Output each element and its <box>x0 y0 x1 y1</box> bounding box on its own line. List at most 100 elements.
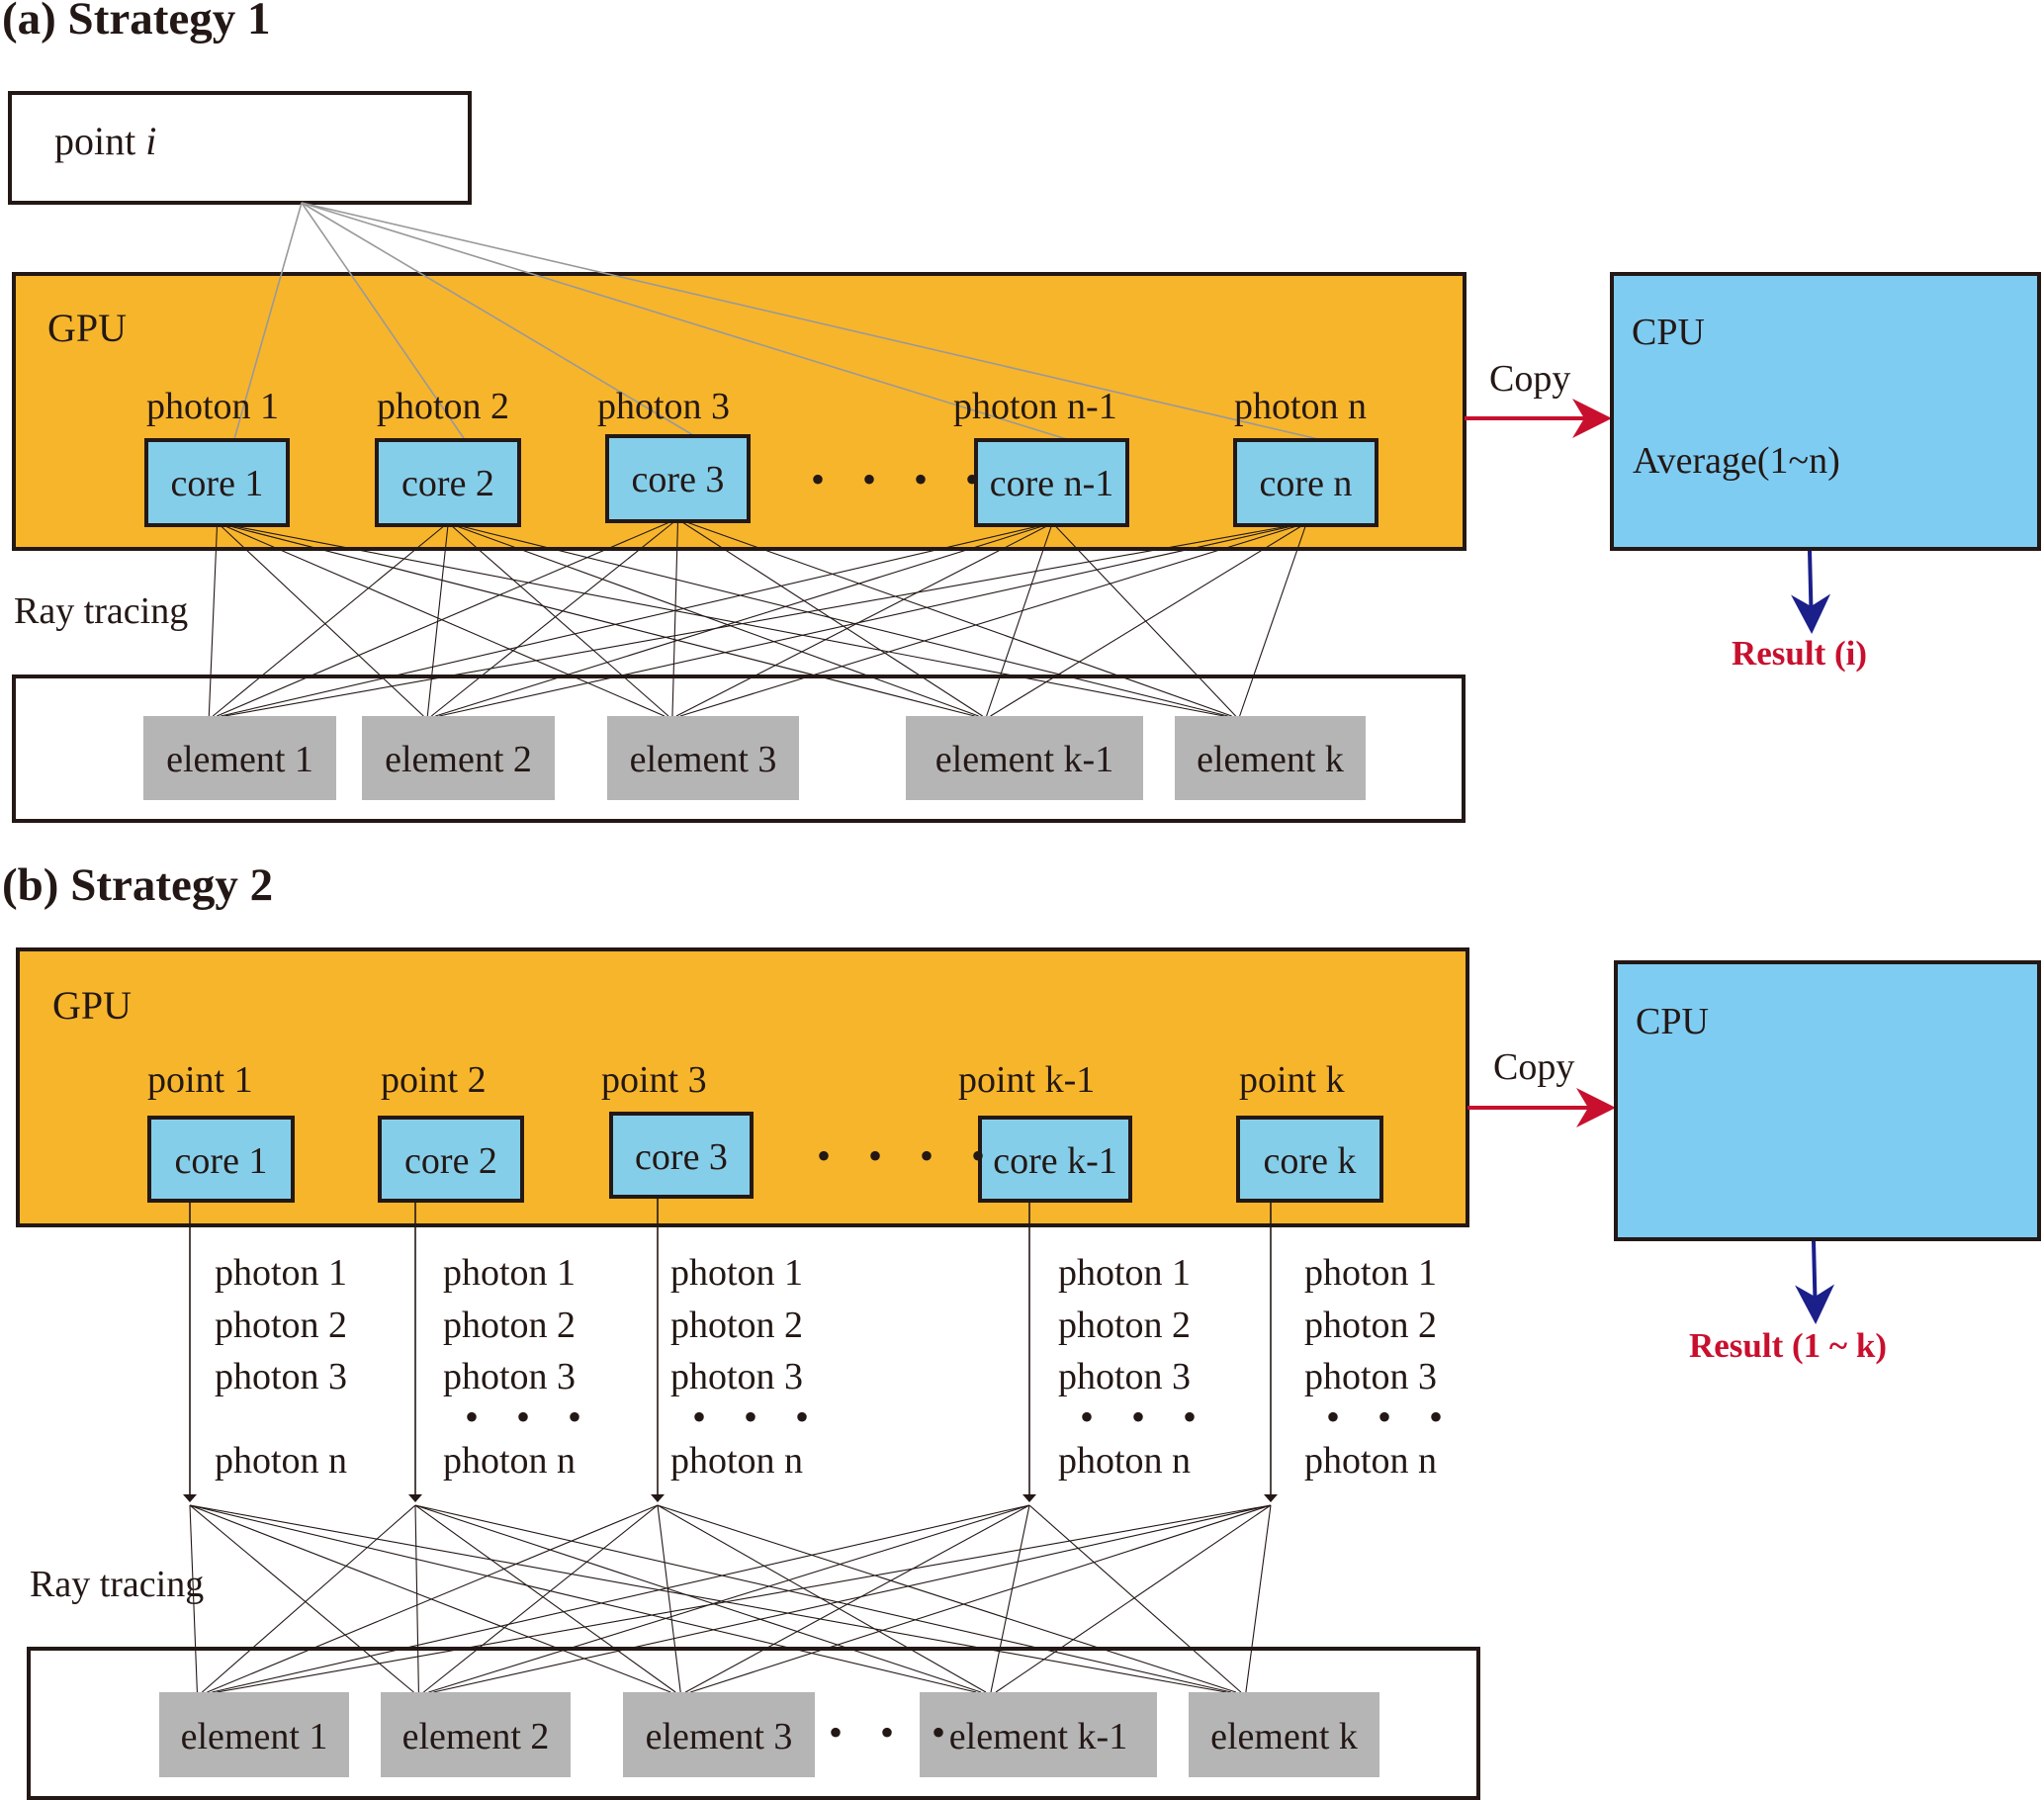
photon-item: photon 2 <box>443 1305 576 1346</box>
photon-batch-arrows <box>183 1197 1278 1502</box>
element-box <box>143 716 336 800</box>
ray-line <box>189 1504 977 1693</box>
ray-line <box>189 1504 671 1693</box>
ray-line <box>679 524 1300 717</box>
ray-line <box>435 524 1046 717</box>
element-box <box>623 1692 815 1777</box>
point-to-core-line <box>301 202 1323 441</box>
gpu-label: GPU <box>47 306 127 350</box>
photon-item: photon 1 <box>1058 1252 1191 1294</box>
ray-line <box>657 1504 681 1693</box>
photon-item: photon 2 <box>1304 1305 1437 1346</box>
photon-item: photon 2 <box>215 1305 347 1346</box>
ray-line <box>423 1504 659 1693</box>
ray-line <box>990 524 1303 717</box>
core-ellipsis: • • • • <box>811 457 993 501</box>
point-label: point k <box>1239 1059 1345 1101</box>
strategy-1-title: (a) Strategy 1 <box>2 0 270 45</box>
ray-line <box>220 524 424 717</box>
ray-line <box>456 524 1228 717</box>
core-label: core 3 <box>635 1136 728 1178</box>
photon-label: photon 1 <box>146 386 279 427</box>
point-to-core-line <box>301 202 466 441</box>
gpu-core: point k core k <box>1236 1059 1383 1203</box>
core-label: core 1 <box>171 463 264 504</box>
element: element k <box>1189 1692 1379 1777</box>
strategy-2-title: (b) Strategy 2 <box>2 859 273 911</box>
element: element 1 <box>143 716 336 800</box>
photon-item: photon n <box>670 1440 803 1482</box>
ray-line <box>202 1504 416 1693</box>
ray-line <box>690 1504 1272 1693</box>
copy-label: Copy <box>1489 358 1570 400</box>
ray-line <box>217 520 672 717</box>
photon-ellipsis: • • • <box>465 1395 595 1439</box>
cpu-box <box>1614 960 2041 1241</box>
photon-ellipsis: • • • <box>1326 1395 1457 1439</box>
photon-item: photon n <box>215 1440 347 1482</box>
element-box <box>1189 1692 1379 1777</box>
copy-label: Copy <box>1493 1046 1574 1088</box>
result-label: Result (i) <box>1732 634 1867 673</box>
ray-tracing-lines <box>189 1504 1272 1693</box>
element-label: element 1 <box>166 739 313 780</box>
photon-item: photon 3 <box>215 1356 347 1397</box>
core-label: core k <box>1264 1140 1357 1182</box>
core-ellipsis: • • • • <box>817 1133 999 1178</box>
ray-line <box>986 524 1053 717</box>
photon-item: photon 2 <box>670 1305 803 1346</box>
point-to-core-lines <box>232 202 1323 441</box>
ray-line <box>212 1504 1030 1693</box>
ray-tracing-label: Ray tracing <box>14 590 188 632</box>
strategy-1-panel: (a) Strategy 1 point i GPU photon 1core … <box>2 0 2041 823</box>
ray-line <box>426 524 449 717</box>
element-box <box>362 716 555 800</box>
cpu-label: CPU <box>1636 1001 1709 1042</box>
ray-line <box>683 520 1232 717</box>
element-label: element k <box>1197 739 1344 780</box>
element: element 2 <box>381 1692 571 1777</box>
ray-line <box>1028 1504 1242 1693</box>
gpu-label: GPU <box>52 983 132 1028</box>
ray-line <box>1245 1504 1272 1693</box>
element-ellipsis: • • • <box>829 1710 959 1755</box>
ray-line <box>680 520 983 717</box>
element-box <box>1175 716 1366 800</box>
ray-line <box>414 1504 1232 1693</box>
core-label: core 1 <box>175 1140 268 1182</box>
cpu-average-operation: Average(1~n) <box>1633 440 1840 482</box>
ray-line <box>450 524 669 717</box>
photon-item: photon 3 <box>1058 1356 1191 1397</box>
photon-item: photon n <box>1304 1440 1437 1482</box>
photon-item: photon 1 <box>215 1252 347 1294</box>
ray-line <box>228 524 1224 717</box>
element: element k-1 <box>906 716 1143 800</box>
ray-line <box>189 1504 198 1693</box>
ray-line <box>1239 524 1307 717</box>
core-box <box>378 1116 524 1203</box>
photon-ellipsis: • • • <box>1080 1395 1210 1439</box>
ray-line <box>990 1504 1030 1693</box>
core-label: core n <box>1260 463 1353 504</box>
element-label: element k-1 <box>935 739 1113 780</box>
ray-line <box>671 520 679 717</box>
core-label: core 2 <box>401 463 494 504</box>
photon-ellipsis: • • • <box>692 1395 823 1439</box>
ray-line <box>439 524 1297 717</box>
result-arrow <box>1795 1240 1835 1324</box>
point-to-core-line <box>301 202 696 437</box>
gpu-core: photon 1 core 1 <box>144 386 290 527</box>
ray-line <box>224 524 1294 717</box>
ray-line <box>221 524 1043 717</box>
element-box <box>381 1692 571 1777</box>
point-to-core-line <box>301 202 1071 441</box>
core-label: core k-1 <box>993 1140 1117 1182</box>
